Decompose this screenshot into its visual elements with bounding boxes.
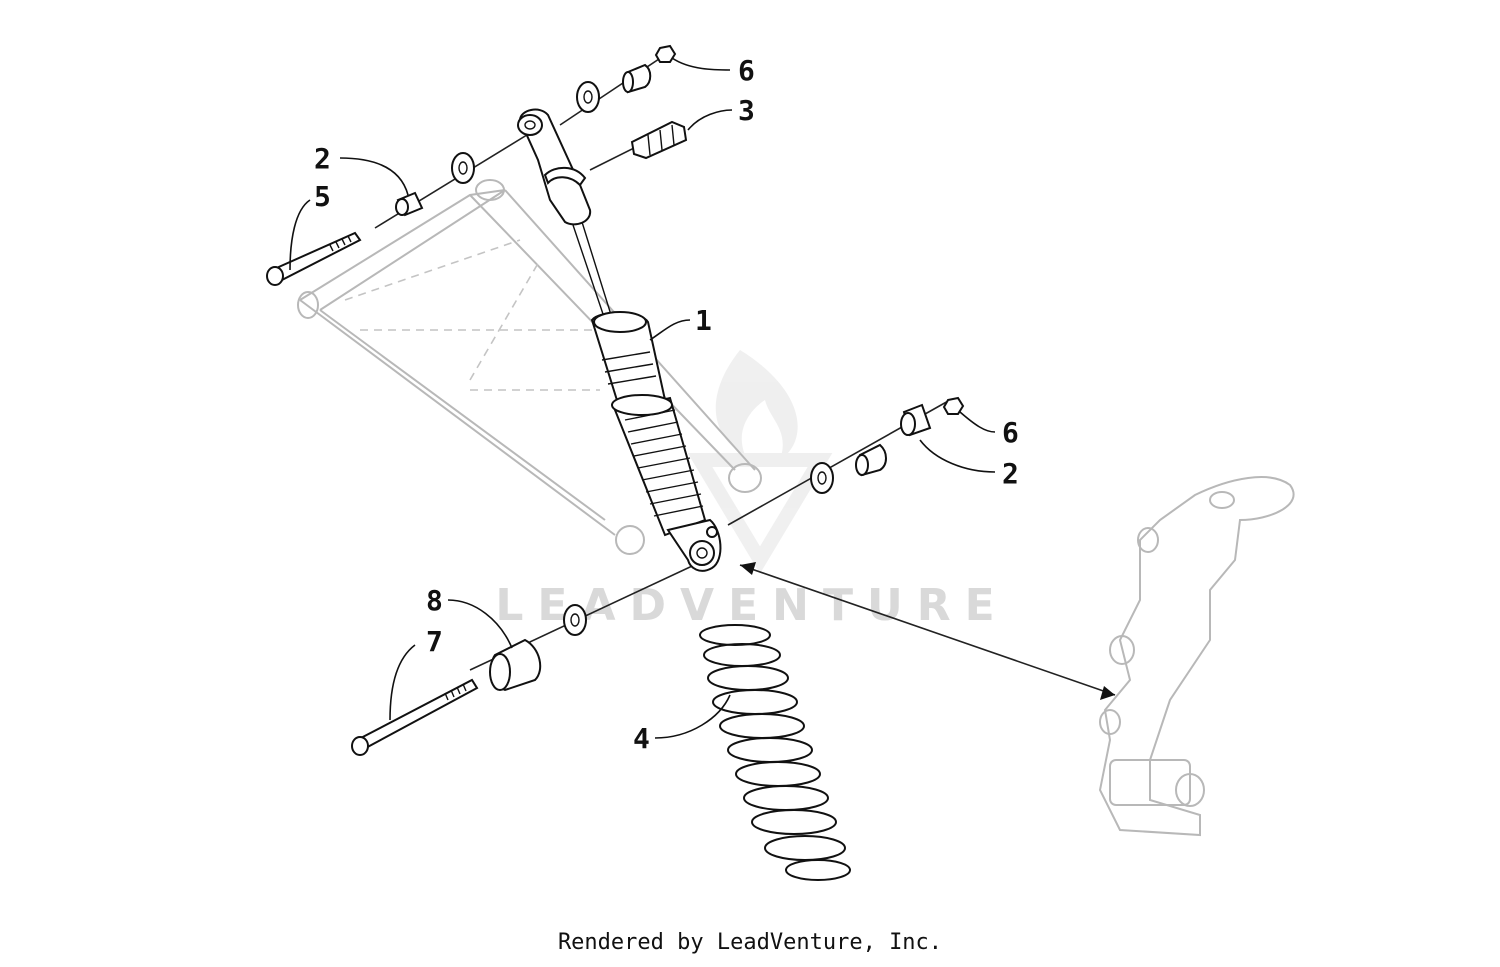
washer	[810, 462, 834, 494]
pin-3	[630, 120, 688, 160]
shock-absorber	[517, 108, 722, 572]
callout-4: 4	[633, 722, 650, 755]
watermark-logo-icon	[687, 350, 833, 574]
nut-top	[654, 44, 677, 63]
nut-right	[942, 396, 965, 415]
callouts: 6 3 2 5 1 6 2 8 7 4	[314, 54, 1019, 755]
upper-hardware	[395, 44, 688, 217]
callout-5: 5	[314, 180, 331, 213]
washer	[451, 152, 475, 184]
leader-lines	[289, 57, 996, 739]
callout-1: 1	[695, 304, 712, 337]
washer	[576, 81, 600, 113]
bolt-upper	[266, 231, 362, 286]
coil-spring	[699, 624, 851, 881]
callout-6-top: 6	[738, 54, 755, 87]
callout-7: 7	[426, 625, 443, 658]
callout-6-right: 6	[1002, 416, 1019, 449]
footer-credit: Rendered by LeadVenture, Inc.	[557, 930, 943, 955]
lower-right-hardware	[810, 396, 965, 494]
callout-3: 3	[738, 94, 755, 127]
bolt-lower	[351, 604, 587, 756]
washer	[563, 604, 587, 636]
callout-2-right: 2	[1002, 457, 1019, 490]
callout-2-top: 2	[314, 142, 331, 175]
reference-arrow	[739, 562, 1116, 700]
callout-8: 8	[426, 584, 443, 617]
steering-knuckle-ghost	[1098, 476, 1295, 837]
